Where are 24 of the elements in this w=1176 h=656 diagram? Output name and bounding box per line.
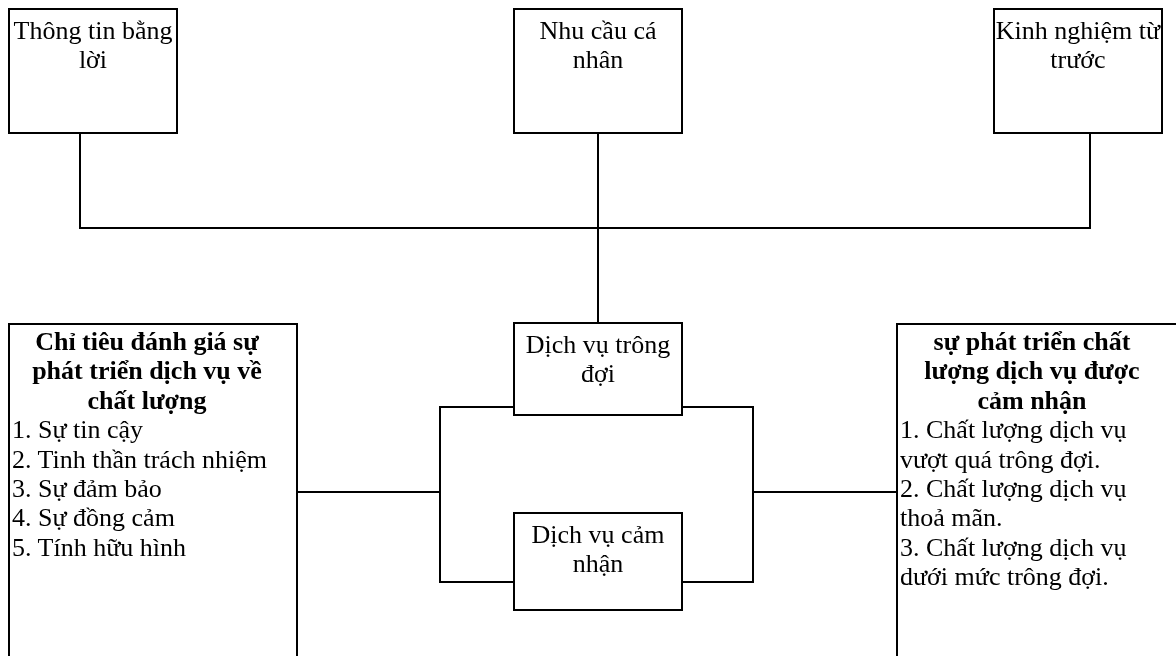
box-label: Dịch vụ trông đợi [524,330,672,389]
text-box [896,323,1176,656]
process-box [8,8,178,134]
list-item: 1. Chất lượng dịch vụ vượt quá trông đợi. [900,415,1128,474]
box-label: Kinh nghiệm từ trước [995,16,1161,75]
box-heading: sự phát triển chất lượng dịch vụ được cảm nhận [923,327,1141,416]
list-item: 3. Chất lượng dịch vụ dưới mức trông đợi. [900,532,1128,592]
process-box [513,322,683,416]
box-label: Thông tin bằng lời [12,16,174,75]
process-box [513,512,683,611]
box-label: Dịch vụ cảm nhận [530,520,666,579]
list-item: 1. Sự tin cậy [12,415,145,445]
list-item: 4. Sự đồng cảm [12,503,176,533]
list-item: 2. Tinh thần trách nhiệm [12,444,268,474]
process-box [513,8,683,134]
connector-line [682,491,897,583]
list-item: 2. Chất lượng dịch vụ thoả mãn. [900,473,1128,533]
process-box [993,8,1163,134]
box-heading: Chỉ tiêu đánh giá sự phát triển dịch vụ về chất lượng [31,327,263,416]
list-item: 5. Tính hữu hình [12,532,187,562]
box-label: Nhu cầu cá nhân [538,16,658,75]
connector-line [297,491,514,583]
text-box [8,323,298,656]
list-item: 3. Sự đảm bảo [12,473,163,504]
